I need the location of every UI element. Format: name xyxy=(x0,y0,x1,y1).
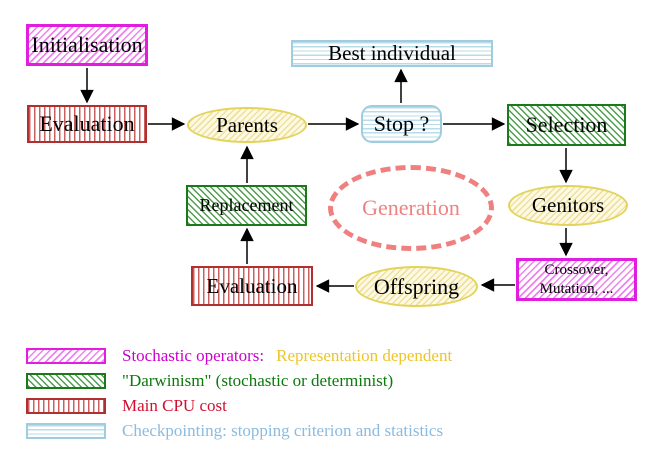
node-selection: Selection xyxy=(507,104,626,146)
node-offspring: Offspring xyxy=(355,266,478,307)
node-best-individual: Best individual xyxy=(291,40,493,67)
node-genitors-label: Genitors xyxy=(531,193,605,217)
legend-label-representation-dependent: Representation dependent xyxy=(276,346,453,365)
node-crossover-line2: Mutation, ... xyxy=(539,280,614,297)
legend-row-checkpointing: Checkpointing: stopping criterion and st… xyxy=(26,420,443,442)
node-stop-label: Stop ? xyxy=(373,111,430,136)
legend-swatch-magenta-hatch xyxy=(26,348,106,364)
node-replacement-label: Replacement xyxy=(199,195,294,215)
node-generation-label: Generation xyxy=(362,195,460,220)
legend-swatch-blue-stripes xyxy=(26,423,106,439)
node-stop: Stop ? xyxy=(361,105,442,143)
legend-row-darwinism: "Darwinism" (stochastic or determinist) xyxy=(26,370,393,392)
legend-row-stochastic-operators: Stochastic operators: Representation dep… xyxy=(26,345,452,367)
node-crossover-mutation: Crossover, Mutation, ... xyxy=(516,258,637,301)
node-crossover-line1: Crossover, xyxy=(544,261,609,278)
node-evaluation-bottom: Evaluation xyxy=(191,266,313,306)
node-parents-label: Parents xyxy=(216,112,278,137)
node-evaluation-top-label: Evaluation xyxy=(39,111,135,136)
legend-swatch-green-hatch xyxy=(26,373,106,389)
node-replacement: Replacement xyxy=(186,185,307,226)
node-generation-cycle: Generation xyxy=(328,165,494,251)
legend-label-darwinism: "Darwinism" (stochastic or determinist) xyxy=(122,371,394,390)
node-genitors: Genitors xyxy=(508,185,628,226)
node-initialisation: Initialisation xyxy=(26,24,148,66)
node-parents: Parents xyxy=(187,107,307,143)
legend-label-main-cpu-cost: Main CPU cost xyxy=(122,396,227,415)
legend-label-checkpointing: Checkpointing: stopping criterion and st… xyxy=(122,421,444,440)
node-best-individual-label: Best individual xyxy=(328,41,456,65)
node-offspring-label: Offspring xyxy=(373,273,460,299)
node-initialisation-label: Initialisation xyxy=(31,32,143,57)
node-evaluation-top: Evaluation xyxy=(27,105,147,143)
legend-label-stochastic-operators: Stochastic operators: xyxy=(122,346,265,365)
node-selection-label: Selection xyxy=(525,112,608,137)
legend-swatch-red-stripes xyxy=(26,398,106,414)
node-evaluation-bottom-label: Evaluation xyxy=(206,273,298,298)
legend-row-main-cpu-cost: Main CPU cost xyxy=(26,395,227,417)
